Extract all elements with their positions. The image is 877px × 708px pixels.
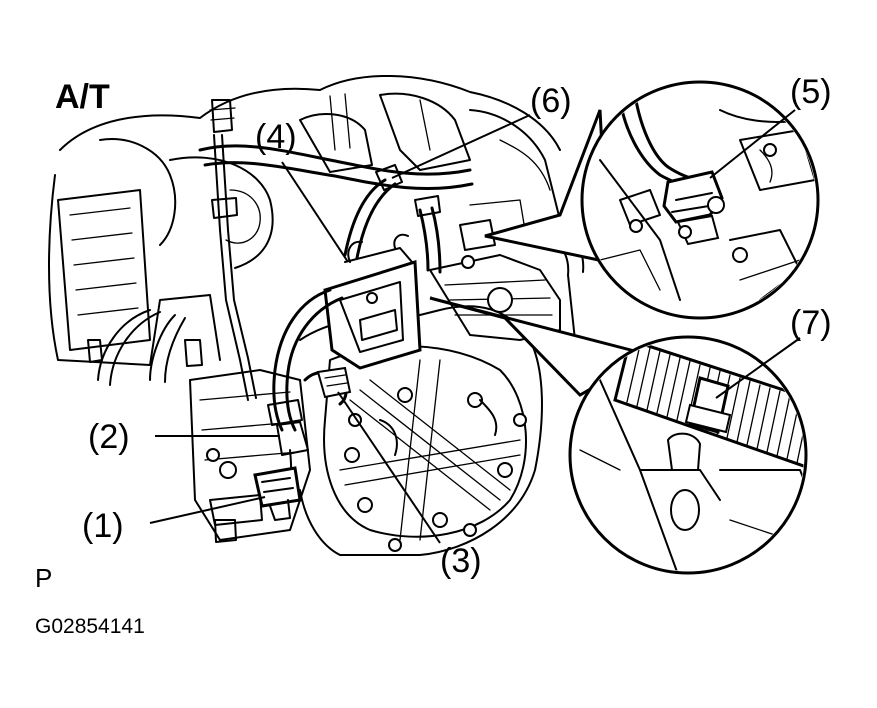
leader-1 xyxy=(149,496,266,524)
detail-view-clamp-7 xyxy=(429,296,808,575)
callout-2: (2) xyxy=(88,418,130,456)
callout-1: (1) xyxy=(82,507,124,545)
callout-7: (7) xyxy=(790,304,832,342)
callout-4: (4) xyxy=(255,118,297,156)
detail-view-connector-5 xyxy=(484,80,820,320)
transaxle-assembly-drawing xyxy=(48,74,585,556)
leader-3 xyxy=(337,391,441,544)
callout-3: (3) xyxy=(440,542,482,580)
leader-lines xyxy=(149,109,801,544)
leader-5 xyxy=(709,109,796,179)
callout-5: (5) xyxy=(790,73,832,111)
leader-4 xyxy=(281,161,349,263)
figure-code: G02854141 xyxy=(35,615,145,638)
leader-6 xyxy=(391,114,531,179)
diagram-title: A/T xyxy=(55,78,110,116)
view-code: P xyxy=(35,563,52,593)
callout-6: (6) xyxy=(530,82,572,120)
leader-7 xyxy=(715,337,801,399)
